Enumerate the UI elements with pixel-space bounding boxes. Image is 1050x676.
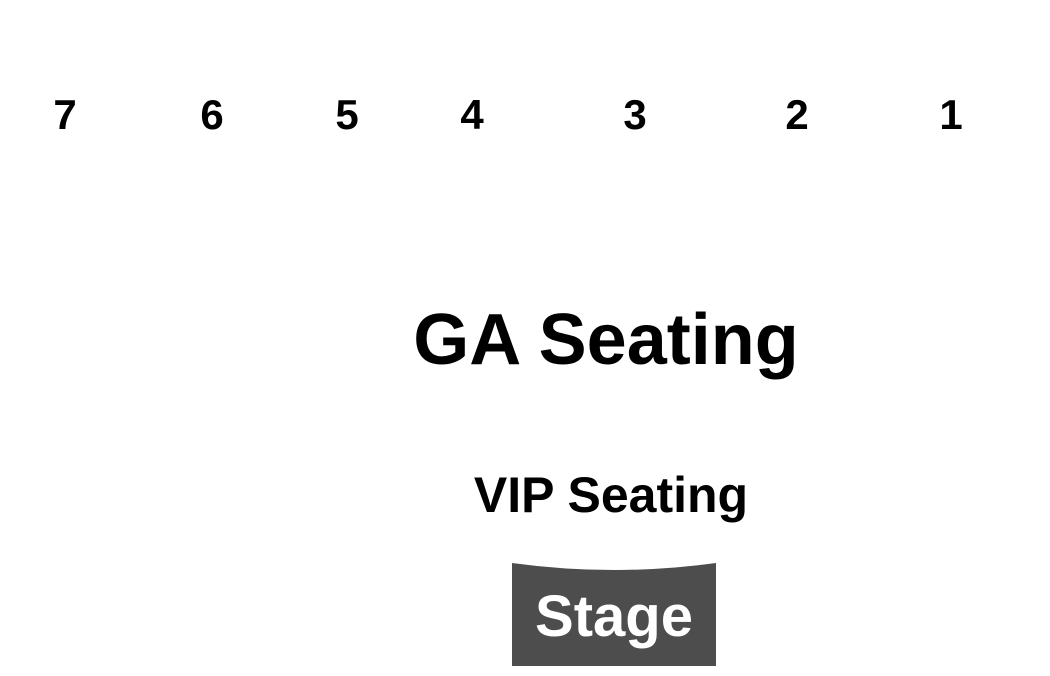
ga-seating-label[interactable]: GA Seating (413, 300, 799, 380)
section-7-label[interactable]: 7 (53, 91, 77, 138)
stage: Stage (512, 563, 716, 666)
section-1-label[interactable]: 1 (939, 91, 963, 138)
vip-seating-label[interactable]: VIP Seating (473, 467, 749, 523)
section-3-label[interactable]: 3 (623, 91, 647, 138)
stage-label: Stage (535, 584, 693, 649)
section-2-label[interactable]: 2 (785, 91, 809, 138)
stage-shape (512, 563, 716, 666)
section-6-label[interactable]: 6 (200, 91, 224, 138)
section-5-label[interactable]: 5 (335, 91, 359, 138)
section-4-label[interactable]: 4 (460, 91, 484, 138)
